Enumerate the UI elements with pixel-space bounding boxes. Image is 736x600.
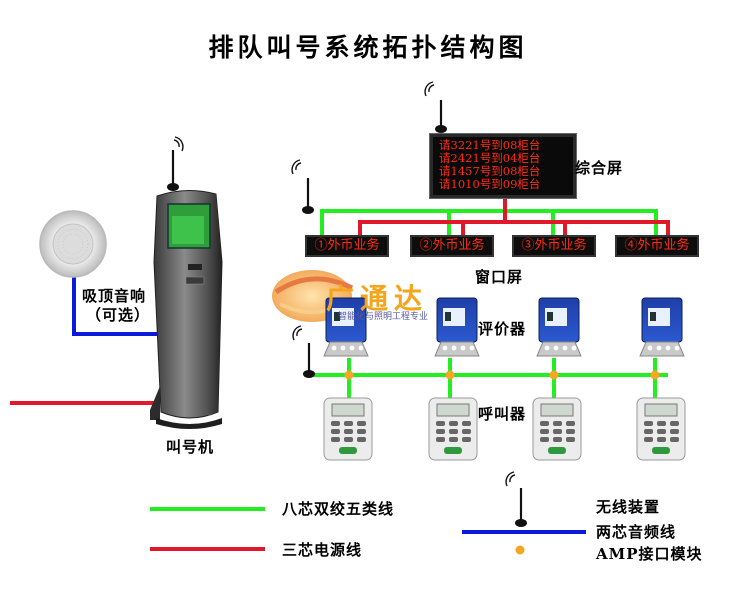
legend-wireless-label: 无线装置 <box>596 498 661 516</box>
composite-led-screen: 请3221号到08柜台 请2421号到04柜台 请1457号到08柜台 请101… <box>430 134 576 198</box>
antenna-icon <box>424 81 447 133</box>
legend-red-label: 三芯电源线 <box>282 541 363 559</box>
evaluator-device-icon <box>323 297 369 357</box>
window-led-screen: ②外币业务 <box>410 235 494 257</box>
antenna-icon <box>291 159 314 214</box>
screen-line: 请1457号到08柜台 <box>439 164 541 178</box>
watermark-brand: 广通达 <box>326 282 429 315</box>
legend-blue-label: 两芯音频线 <box>596 523 677 541</box>
antenna-icon <box>167 136 184 191</box>
watermark-slogan: 智能化与照明工程专业 <box>338 312 429 322</box>
screen-line: 请1010号到09柜台 <box>439 177 541 191</box>
diagram-title: 排队叫号系统拓扑结构图 <box>208 33 528 62</box>
window-screen-label: 窗口屏 <box>475 268 524 286</box>
antenna-legend-icon <box>505 471 527 527</box>
audio-line <box>72 276 160 336</box>
legend-amp-label: AMP接口模块 <box>596 545 703 563</box>
kiosk-label: 叫号机 <box>166 438 215 456</box>
screen-line: 请2421号到04柜台 <box>439 151 541 165</box>
screen-line: 请3221号到08柜台 <box>439 138 541 152</box>
amp-module-points <box>344 370 660 380</box>
ceiling-speaker-icon <box>39 210 107 278</box>
legend-green-label: 八芯双绞五类线 <box>282 500 395 518</box>
speaker-label: 吸顶音响 <box>82 287 147 305</box>
evaluator-label: 评价器 <box>478 320 527 338</box>
caller-keypad-icon <box>532 397 582 461</box>
composite-screen-label: 综合屏 <box>575 159 624 177</box>
red-bus-top <box>358 194 670 238</box>
evaluator-device-icon <box>434 297 480 357</box>
evaluator-device-icon <box>536 297 582 357</box>
legend-amp-dot <box>515 545 525 555</box>
evaluator-device-icon <box>639 297 685 357</box>
caller-keypad-icon <box>636 397 686 461</box>
window-led-screen: ③外币业务 <box>512 235 596 257</box>
antenna-icon <box>292 325 315 378</box>
queue-kiosk-icon <box>150 190 223 429</box>
caller-label: 呼叫器 <box>478 405 527 423</box>
caller-keypad-icon <box>428 397 478 461</box>
caller-keypad-icon <box>323 397 373 461</box>
window-led-screen: ④外币业务 <box>615 235 699 257</box>
green-bus-bottom <box>312 358 668 398</box>
window-led-screen: ①外币业务 <box>305 235 389 257</box>
speaker-optional-label: （可选） <box>86 306 151 324</box>
